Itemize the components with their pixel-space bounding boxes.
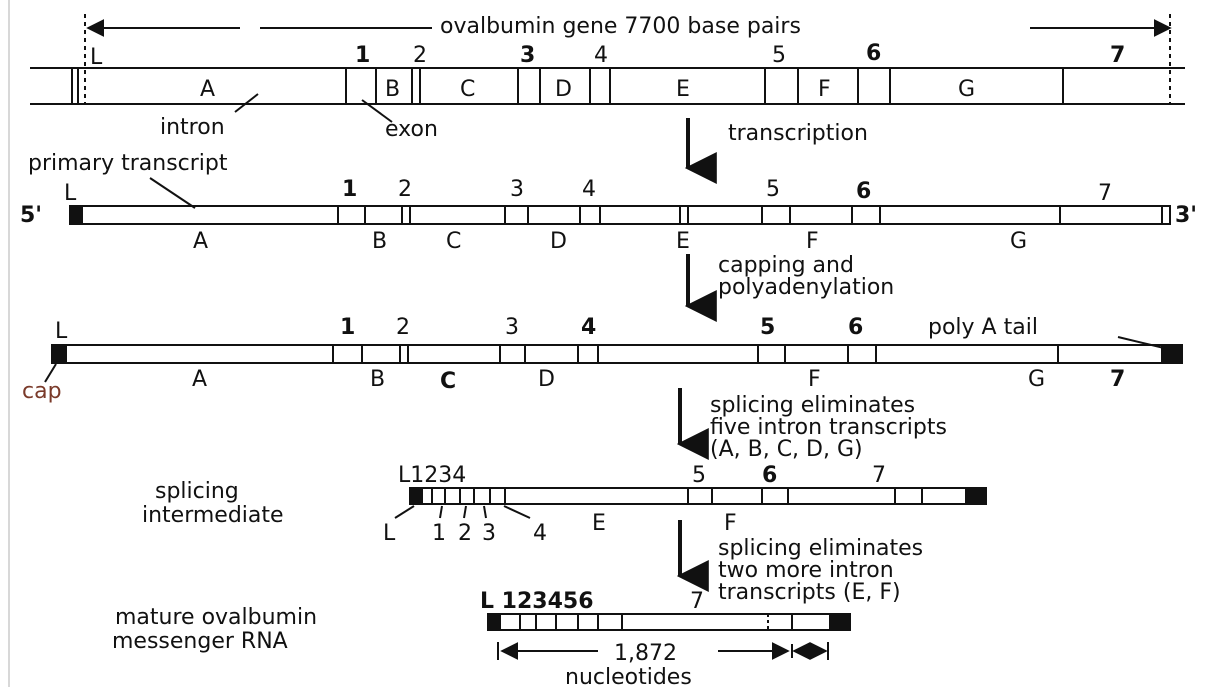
poly-a-tail-label: poly A tail <box>928 315 1038 340</box>
gene-exon-boundaries <box>71 68 1064 104</box>
primary-labels: L 1 2 3 4 5 6 7 A B C D E F G <box>64 177 1112 254</box>
intermediate-bottom-exon: 1 <box>432 521 446 546</box>
gene-exon-label: 2 <box>413 43 427 68</box>
gene-intron-label: B <box>385 77 400 102</box>
intermediate-title-line1: splicing <box>155 479 239 504</box>
gene-intron-label: E <box>676 77 690 102</box>
capped-exon-label: 6 <box>848 315 863 340</box>
gene-intron-label: A <box>200 77 215 102</box>
gene-exon-label: 4 <box>594 43 608 68</box>
primary-exon-label: 7 <box>1098 181 1112 206</box>
intermediate-bottom-exon: 4 <box>533 521 547 546</box>
splicing-step2-line1: splicing eliminates <box>718 536 923 561</box>
capped-exon-label: 7 <box>1110 367 1125 392</box>
gene-map <box>30 14 1185 123</box>
primary-exon-label: L <box>64 181 77 206</box>
intermediate-bar <box>394 487 987 519</box>
intermediate-top-left-label: L1234 <box>398 463 466 488</box>
exon-pointer <box>361 99 393 123</box>
mature-mrna-bar <box>487 613 851 660</box>
capped-exon-label: 4 <box>581 315 596 340</box>
gene-exon-label: 5 <box>772 43 786 68</box>
five-prime-label: 5' <box>20 203 42 228</box>
gene-intron-label: G <box>958 77 975 102</box>
splicing-step2-line2: two more intron <box>718 558 894 583</box>
gene-exon-label: L <box>90 45 103 70</box>
primary-transcript-title: primary transcript <box>28 151 228 176</box>
primary-intron-label: G <box>1010 229 1027 254</box>
capped-intron-label: C <box>440 369 456 394</box>
mature-top-left-label: L 123456 <box>480 589 594 614</box>
gene-exon-label: 1 <box>355 43 370 68</box>
mature-top-seven: 7 <box>690 589 704 614</box>
splicing-step1-line3: (A, B, C, D, G) <box>710 437 863 462</box>
capped-transcript-bar <box>44 336 1183 383</box>
left-edge-line <box>8 0 10 687</box>
capping-label-line1: capping and <box>718 253 854 278</box>
exon-caption: exon <box>385 117 438 142</box>
capped-intron-label: A <box>192 367 207 392</box>
capped-labels: L 1 2 3 4 5 6 7 A B C D F G poly A tail … <box>22 315 1125 404</box>
mature-length-unit: nucleotides <box>565 665 692 687</box>
transcription-label: transcription <box>728 121 868 146</box>
capped-intron-label: G <box>1028 367 1045 392</box>
primary-intron-label: C <box>446 229 461 254</box>
intron-caption: intron <box>160 115 225 140</box>
capped-exon-label: 5 <box>760 315 775 340</box>
capped-intron-label: B <box>370 367 385 392</box>
capped-exon-label: L <box>55 319 68 344</box>
gene-exon-label: 3 <box>520 43 535 68</box>
mature-title-line2: messenger RNA <box>112 629 288 654</box>
gene-intron-label: D <box>555 77 572 102</box>
capped-intron-label: D <box>538 367 555 392</box>
primary-transcript-pointer <box>149 177 196 209</box>
intermediate-top-exon: 7 <box>872 463 886 488</box>
mature-labels: L 123456 7 1,872 nucleotides <box>480 589 704 687</box>
primary-exon-label: 5 <box>766 177 780 202</box>
intron-pointer <box>234 93 259 113</box>
splicing-step2-line3: transcripts (E, F) <box>718 580 901 605</box>
intermediate-labels: L1234 5 6 7 L 1 2 3 4 E F <box>383 463 886 546</box>
gene-header-background <box>432 12 1030 42</box>
primary-exon-label: 4 <box>582 177 596 202</box>
intermediate-top-exon: 6 <box>762 463 777 488</box>
capped-exon-label: 2 <box>396 315 410 340</box>
capped-exon-label: 3 <box>505 315 519 340</box>
primary-intron-label: E <box>676 229 690 254</box>
cap-label: cap <box>22 379 62 404</box>
gene-exon-label: 7 <box>1110 43 1125 68</box>
intermediate-title-line2: intermediate <box>142 503 284 528</box>
gene-intron-label: F <box>818 77 831 102</box>
primary-exon-label: 3 <box>510 177 524 202</box>
gene-texts: ovalbumin gene 7700 base pairs L 1 2 3 4… <box>90 12 1125 142</box>
intermediate-intron-label: F <box>724 511 737 536</box>
capped-intron-label: F <box>808 367 821 392</box>
intermediate-bottom-exon: L <box>383 521 396 546</box>
capped-exon-label: 1 <box>340 315 355 340</box>
gene-intron-label: C <box>460 77 475 102</box>
intermediate-top-exon: 5 <box>692 463 706 488</box>
three-prime-label: 3' <box>1175 203 1197 228</box>
primary-transcript-bar <box>69 205 1171 225</box>
primary-intron-label: D <box>550 229 567 254</box>
primary-exon-label: 2 <box>398 177 412 202</box>
intermediate-bottom-exon: 3 <box>482 521 496 546</box>
capping-label-line2: polyadenylation <box>718 275 894 300</box>
gene-header: ovalbumin gene 7700 base pairs <box>440 14 801 39</box>
mature-title-line1: mature ovalbumin <box>115 605 317 630</box>
primary-exon-label: 1 <box>342 177 357 202</box>
intermediate-bottom-exon: 2 <box>458 521 472 546</box>
primary-intron-label: F <box>806 229 819 254</box>
gene-exon-label: 6 <box>866 41 881 66</box>
primary-exon-label: 6 <box>856 179 871 204</box>
primary-intron-label: A <box>193 229 208 254</box>
splicing-step1-line2: five intron transcripts <box>710 415 947 440</box>
mature-length-label: 1,872 <box>614 641 677 666</box>
splicing-step1-line1: splicing eliminates <box>710 393 915 418</box>
primary-intron-label: B <box>372 229 387 254</box>
intermediate-intron-label: E <box>592 511 606 536</box>
